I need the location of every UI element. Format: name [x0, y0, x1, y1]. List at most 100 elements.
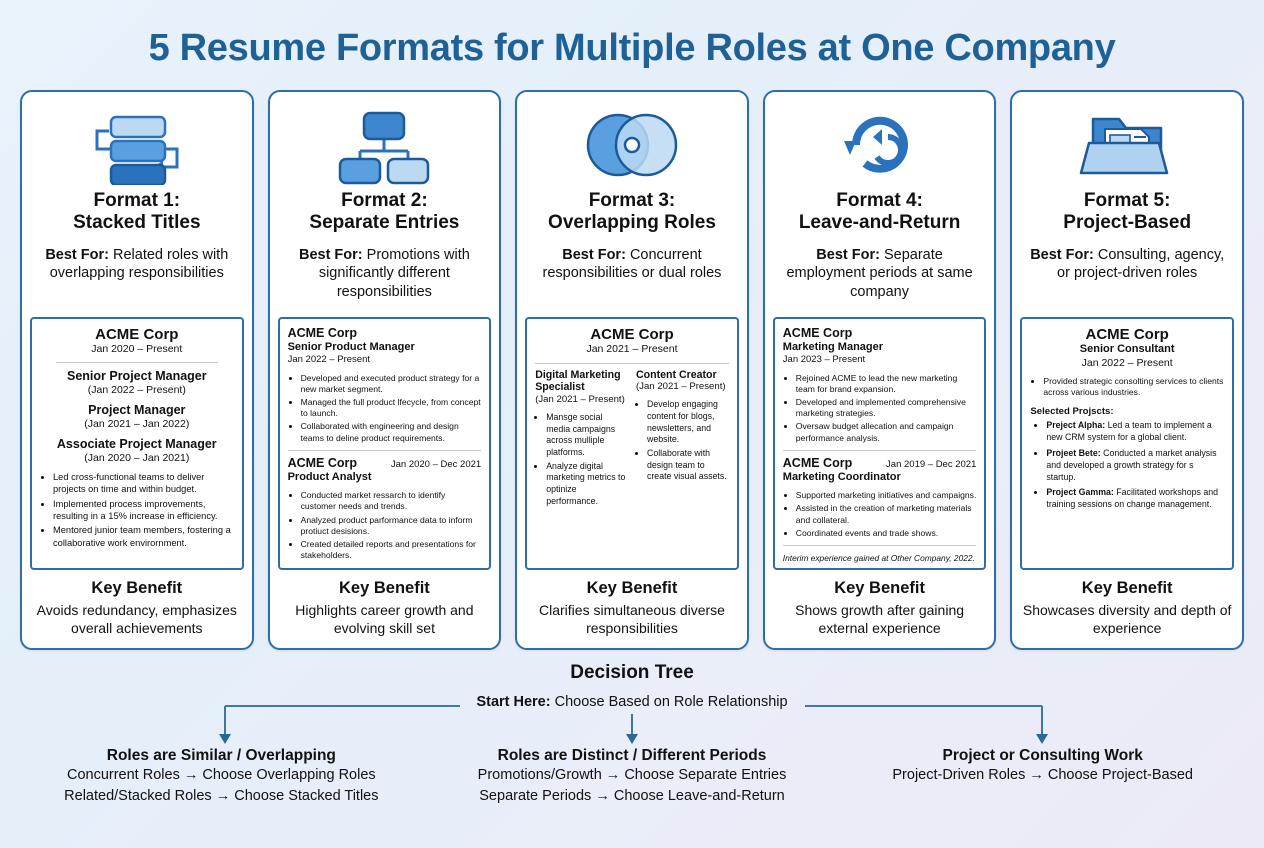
card-title-line1: Format 4: — [836, 189, 923, 211]
key-benefit-label: Key Benefit — [339, 579, 430, 598]
best-for: Best For: Concurrent responsibilities or… — [525, 246, 739, 283]
start-here-wrap: Start Here: Choose Based on Role Relatio… — [468, 694, 795, 710]
format-cards-row: Format 1: Stacked Titles Best For: Relat… — [0, 70, 1264, 650]
decision-branch-2: Roles are Distinct / Different Periods P… — [427, 746, 838, 807]
resume-role-title: Associate Project Manager — [56, 436, 217, 451]
decision-tree-start: Start Here: Choose Based on Role Relatio… — [0, 694, 1264, 710]
resume-column: Digital Marketing Specialist (Jan 2021 –… — [535, 369, 628, 510]
branch-rule: Promotions/Growth → Choose Separate Entr… — [477, 767, 787, 784]
key-benefit-text: Highlights career growth and evolving sk… — [295, 601, 474, 636]
resume-role-dates: (Jan 2021 – Present) — [635, 381, 726, 393]
divider — [782, 544, 977, 546]
key-benefit: Key Benefit Shows growth after gaining e… — [773, 579, 987, 638]
divider — [535, 362, 729, 364]
resume-role-dates: (Jan 2021 – Present) — [535, 393, 625, 405]
resume-role-dates: Jan 2020 – Dec 2021 — [390, 458, 482, 470]
resume-role-dates: Jan 2023 – Present — [782, 354, 866, 366]
card-title: Format 2: Separate Entries — [278, 190, 492, 235]
card-title-line2: Stacked Titles — [73, 212, 201, 234]
resume-bullet-list: Supported marketing initiatives and camp… — [783, 490, 977, 539]
resume-sample-5: ACME Corp Senior Consultant Jan 2022 – P… — [1020, 317, 1234, 571]
divider — [287, 449, 482, 451]
resume-bullet-list: Rejoined ACME to lead the new marketing … — [783, 373, 977, 444]
branch-rule: Separate Periods → Choose Leave-and-Retu… — [479, 787, 785, 804]
card-title-line1: Format 3: — [588, 189, 676, 211]
best-for-text: Concurrent responsibilities or dual role… — [542, 246, 722, 282]
resume-bullet: Analyzed product parformance data to inf… — [301, 515, 482, 537]
best-for-text: Related roles with overlapping responsib… — [49, 246, 229, 282]
branch-heading: Roles are Similar / Overlapping — [106, 746, 336, 764]
resume-role-dates: (Jan 2022 – Present) — [87, 383, 186, 396]
project-name: Projeet Bete: — [1046, 447, 1101, 458]
divider — [782, 449, 977, 451]
resume-role-title: Digital Marketing Specialist — [535, 368, 621, 394]
resume-bullet: Led cross-functional teams to deliver pr… — [53, 471, 234, 496]
project-text: Conducted a market analysis and develope… — [1046, 447, 1217, 482]
card-title: Format 3: Overlapping Roles — [525, 190, 739, 235]
resume-company-dates: Jan 2022 – Present — [1081, 356, 1173, 369]
format-card-3: Format 3: Overlapping Roles Best For: Co… — [515, 89, 749, 650]
resume-bullet: Mansge social media campaigns across mul… — [546, 412, 628, 459]
resume-bullet: Provided strategic consolting services t… — [1043, 376, 1224, 398]
resume-company: ACME Corp — [782, 455, 853, 470]
format-card-2: Format 2: Separate Entries Best For: Pro… — [267, 89, 502, 650]
resume-columns: Digital Marketing Specialist (Jan 2021 –… — [535, 369, 729, 510]
branch-rule: Project-Driven Roles → Choose Project-Ba… — [892, 767, 1193, 784]
resume-bullet: Mentored junior team members, fostering … — [53, 524, 234, 549]
resume-company: ACME Corp — [782, 326, 853, 341]
venn-overlap-icon — [525, 102, 739, 188]
format-card-4: Format 4: Leave-and-Return Best For: Sep… — [762, 89, 997, 650]
selected-projects-heading: Selected Projscts: — [1030, 406, 1114, 418]
resume-bullet-list: Developed and executed product strategy … — [288, 373, 482, 444]
key-benefit-text: Avoids redundancy, emphasizes overall ac… — [36, 601, 237, 636]
card-title-line1: Format 2: — [341, 189, 428, 211]
resume-role-dates: Jan 2019 – Dec 2021 — [886, 458, 977, 470]
resume-company: ACME Corp — [287, 455, 358, 470]
resume-bullet-list: Led cross-functional teams to deliver pr… — [40, 471, 234, 549]
resume-sample-4: ACME Corp Marketing Manager Jan 2023 – P… — [772, 317, 987, 571]
folder-document-icon — [1020, 102, 1234, 188]
branch-rule: Related/Stacked Roles → Choose Stacked T… — [64, 787, 379, 804]
best-for: Best For: Promotions with significantly … — [278, 246, 492, 302]
resume-bullet: Develop engaging content for blogs, news… — [647, 399, 729, 446]
resume-role-dates: (Jan 2021 – Jan 2022) — [84, 417, 190, 430]
card-title: Format 1: Stacked Titles — [30, 190, 244, 235]
resume-bullet: Rejoined ACME to lead the new marketing … — [796, 373, 977, 395]
key-benefit-label: Key Benefit — [586, 579, 678, 598]
resume-column: Content Creator (Jan 2021 – Present) Dev… — [636, 369, 729, 510]
best-for-text: Separate employment periods at same comp… — [786, 246, 973, 300]
resume-role-title: Marketing Coordinator — [782, 471, 901, 484]
best-for-label: Best For: — [45, 246, 109, 263]
project-item: Project Gamma: Facilitated workshops and… — [1046, 487, 1224, 511]
key-benefit-label: Key Benefit — [91, 579, 183, 598]
resume-role-title: Marketing Manager — [782, 341, 884, 354]
resume-bullet-list: Mansge social media campaigns across mul… — [535, 412, 628, 508]
start-here-label: Start Here: — [476, 693, 551, 710]
resume-company-dates: Jan 2020 – Present — [91, 343, 183, 356]
resume-bullet: Coordinated events and trade shows. — [796, 528, 977, 539]
resume-sample-1: ACME Corp Jan 2020 – Present Senior Proj… — [30, 317, 244, 571]
project-name: Project Gamma: — [1046, 487, 1114, 498]
page-title: 5 Resume Formats for Multiple Roles at O… — [148, 27, 1116, 69]
best-for-text: Consulting, agency, or project-driven ro… — [1057, 246, 1225, 282]
best-for-label: Best For: — [298, 246, 363, 263]
key-benefit-text: Shows growth after gaining external expe… — [795, 601, 965, 636]
decision-tree: Decision Tree Start Here: Choose Based o… — [0, 662, 1264, 834]
card-title: Format 5: Project-Based — [1020, 190, 1234, 235]
key-benefit: Key Benefit Showcases diversity and dept… — [1020, 579, 1234, 638]
card-title-line2: Separate Entries — [309, 212, 460, 234]
resume-company: ACME Corp — [287, 326, 358, 341]
resume-sample-2: ACME Corp Senior Product Manager Jan 202… — [277, 317, 492, 571]
best-for-label: Best For: — [562, 246, 626, 263]
divider — [56, 361, 218, 363]
start-here-text: Choose Based on Role Relationship — [550, 693, 788, 710]
org-chart-icon — [278, 102, 492, 188]
key-benefit-label: Key Benefit — [1081, 579, 1173, 598]
decision-branch-1: Roles are Similar / Overlapping Concurre… — [16, 746, 427, 807]
branch-heading: Project or Consulting Work — [942, 746, 1143, 764]
project-item: Projeet Bete: Conducted a market analysi… — [1046, 448, 1224, 484]
resume-bullet: Oversaw budget allecation and campaign p… — [796, 421, 977, 443]
best-for: Best For: Separate employment periods at… — [773, 246, 987, 302]
best-for: Best For: Related roles with overlapping… — [30, 246, 244, 283]
